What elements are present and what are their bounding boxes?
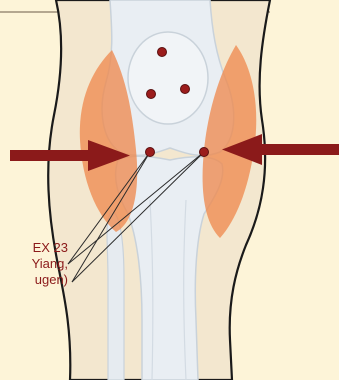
point-label-code: EX 23 — [0, 240, 68, 256]
point-label-line3: ugen) — [0, 272, 68, 288]
acupoint-mid-right — [181, 85, 190, 94]
acupoint-ex23-medial — [146, 148, 155, 157]
point-label: EX 23 Yiang, ugen) — [0, 240, 68, 288]
point-label-line2: Yiang, — [0, 256, 68, 272]
acupoint-mid-left — [147, 90, 156, 99]
acupoint-ex23-lateral — [200, 148, 209, 157]
patella-bone — [128, 32, 208, 124]
acupoint-top — [158, 48, 167, 57]
fibula-bone — [107, 210, 124, 380]
